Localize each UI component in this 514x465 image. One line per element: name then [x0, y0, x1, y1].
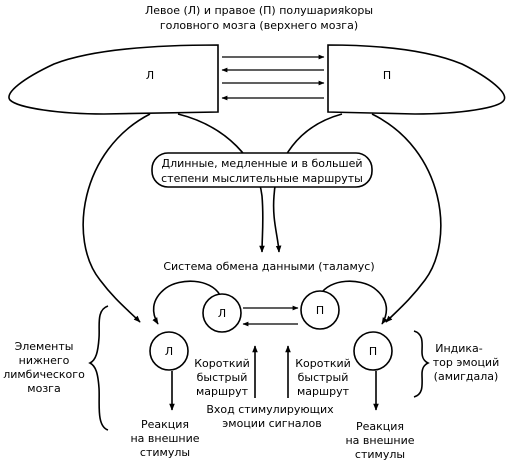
limbic-line-2: нижнего	[19, 354, 70, 367]
lower-left-label: Л	[165, 345, 173, 358]
long-routes-box	[151, 152, 373, 188]
reaction-right-line-3: стимулы	[355, 448, 405, 461]
limbic-line-1: Элементы	[15, 340, 74, 353]
lower-left-node	[149, 331, 189, 371]
thalamus-left-loop-arrow	[152, 280, 221, 325]
thalamus-left-label: Л	[218, 307, 226, 320]
reaction-left-line-3: стимулы	[140, 446, 190, 459]
long-routes-line-1: Длинные, медленные и в большей	[161, 157, 362, 170]
long-routes-line-2: степени мыслительные маршруты	[161, 172, 363, 185]
short-route-left-line-2: быстрый	[197, 371, 248, 384]
short-route-right-line-3: маршрут	[297, 385, 350, 398]
stimulus-input-line-2: эмоции сигналов	[222, 417, 322, 430]
limbic-bracket	[88, 305, 109, 431]
short-route-left-line-1: Короткий	[194, 357, 250, 370]
limbic-line-3: лимбического	[3, 368, 85, 381]
right-hemisphere	[327, 44, 506, 115]
left-outer-loop-arrow	[82, 113, 151, 323]
title-line-2: головного мозга (верхнего мозга)	[160, 19, 358, 32]
thalamus-label: Система обмена данными (таламус)	[163, 260, 374, 273]
lower-right-node	[353, 331, 393, 371]
title-line-1: Левое (Л) и правое (П) полушарияkоры	[145, 4, 373, 17]
stimulus-input-line-1: Вход стимулирующих	[206, 403, 334, 416]
short-route-right-line-2: быстрый	[298, 371, 349, 384]
thalamus-right-loop-arrow	[319, 280, 388, 325]
short-route-left-line-3: маршрут	[196, 385, 249, 398]
reaction-left-line-2: на внешние	[130, 432, 199, 445]
left-hemisphere	[8, 44, 219, 115]
left-hemisphere-label: Л	[146, 69, 154, 82]
thalamus-right-node	[300, 290, 340, 330]
amygdala-line-1: Индика-	[435, 342, 483, 355]
thalamus-left-node	[202, 293, 242, 333]
lower-right-label: П	[369, 345, 377, 358]
reaction-right-line-1: Реакция	[356, 420, 404, 433]
amygdala-line-3: (амигдала)	[434, 370, 499, 383]
reaction-left-line-1: Реакция	[141, 418, 189, 431]
amygdala-line-2: тор эмоций	[433, 356, 499, 369]
right-hemisphere-label: П	[383, 69, 391, 82]
short-route-right-line-1: Короткий	[295, 357, 351, 370]
limbic-line-4: мозга	[27, 382, 60, 395]
thalamus-right-label: П	[316, 304, 324, 317]
amygdala-bracket	[413, 330, 430, 398]
right-outer-loop-arrow	[371, 113, 442, 323]
reaction-right-line-2: на внешние	[345, 434, 414, 447]
